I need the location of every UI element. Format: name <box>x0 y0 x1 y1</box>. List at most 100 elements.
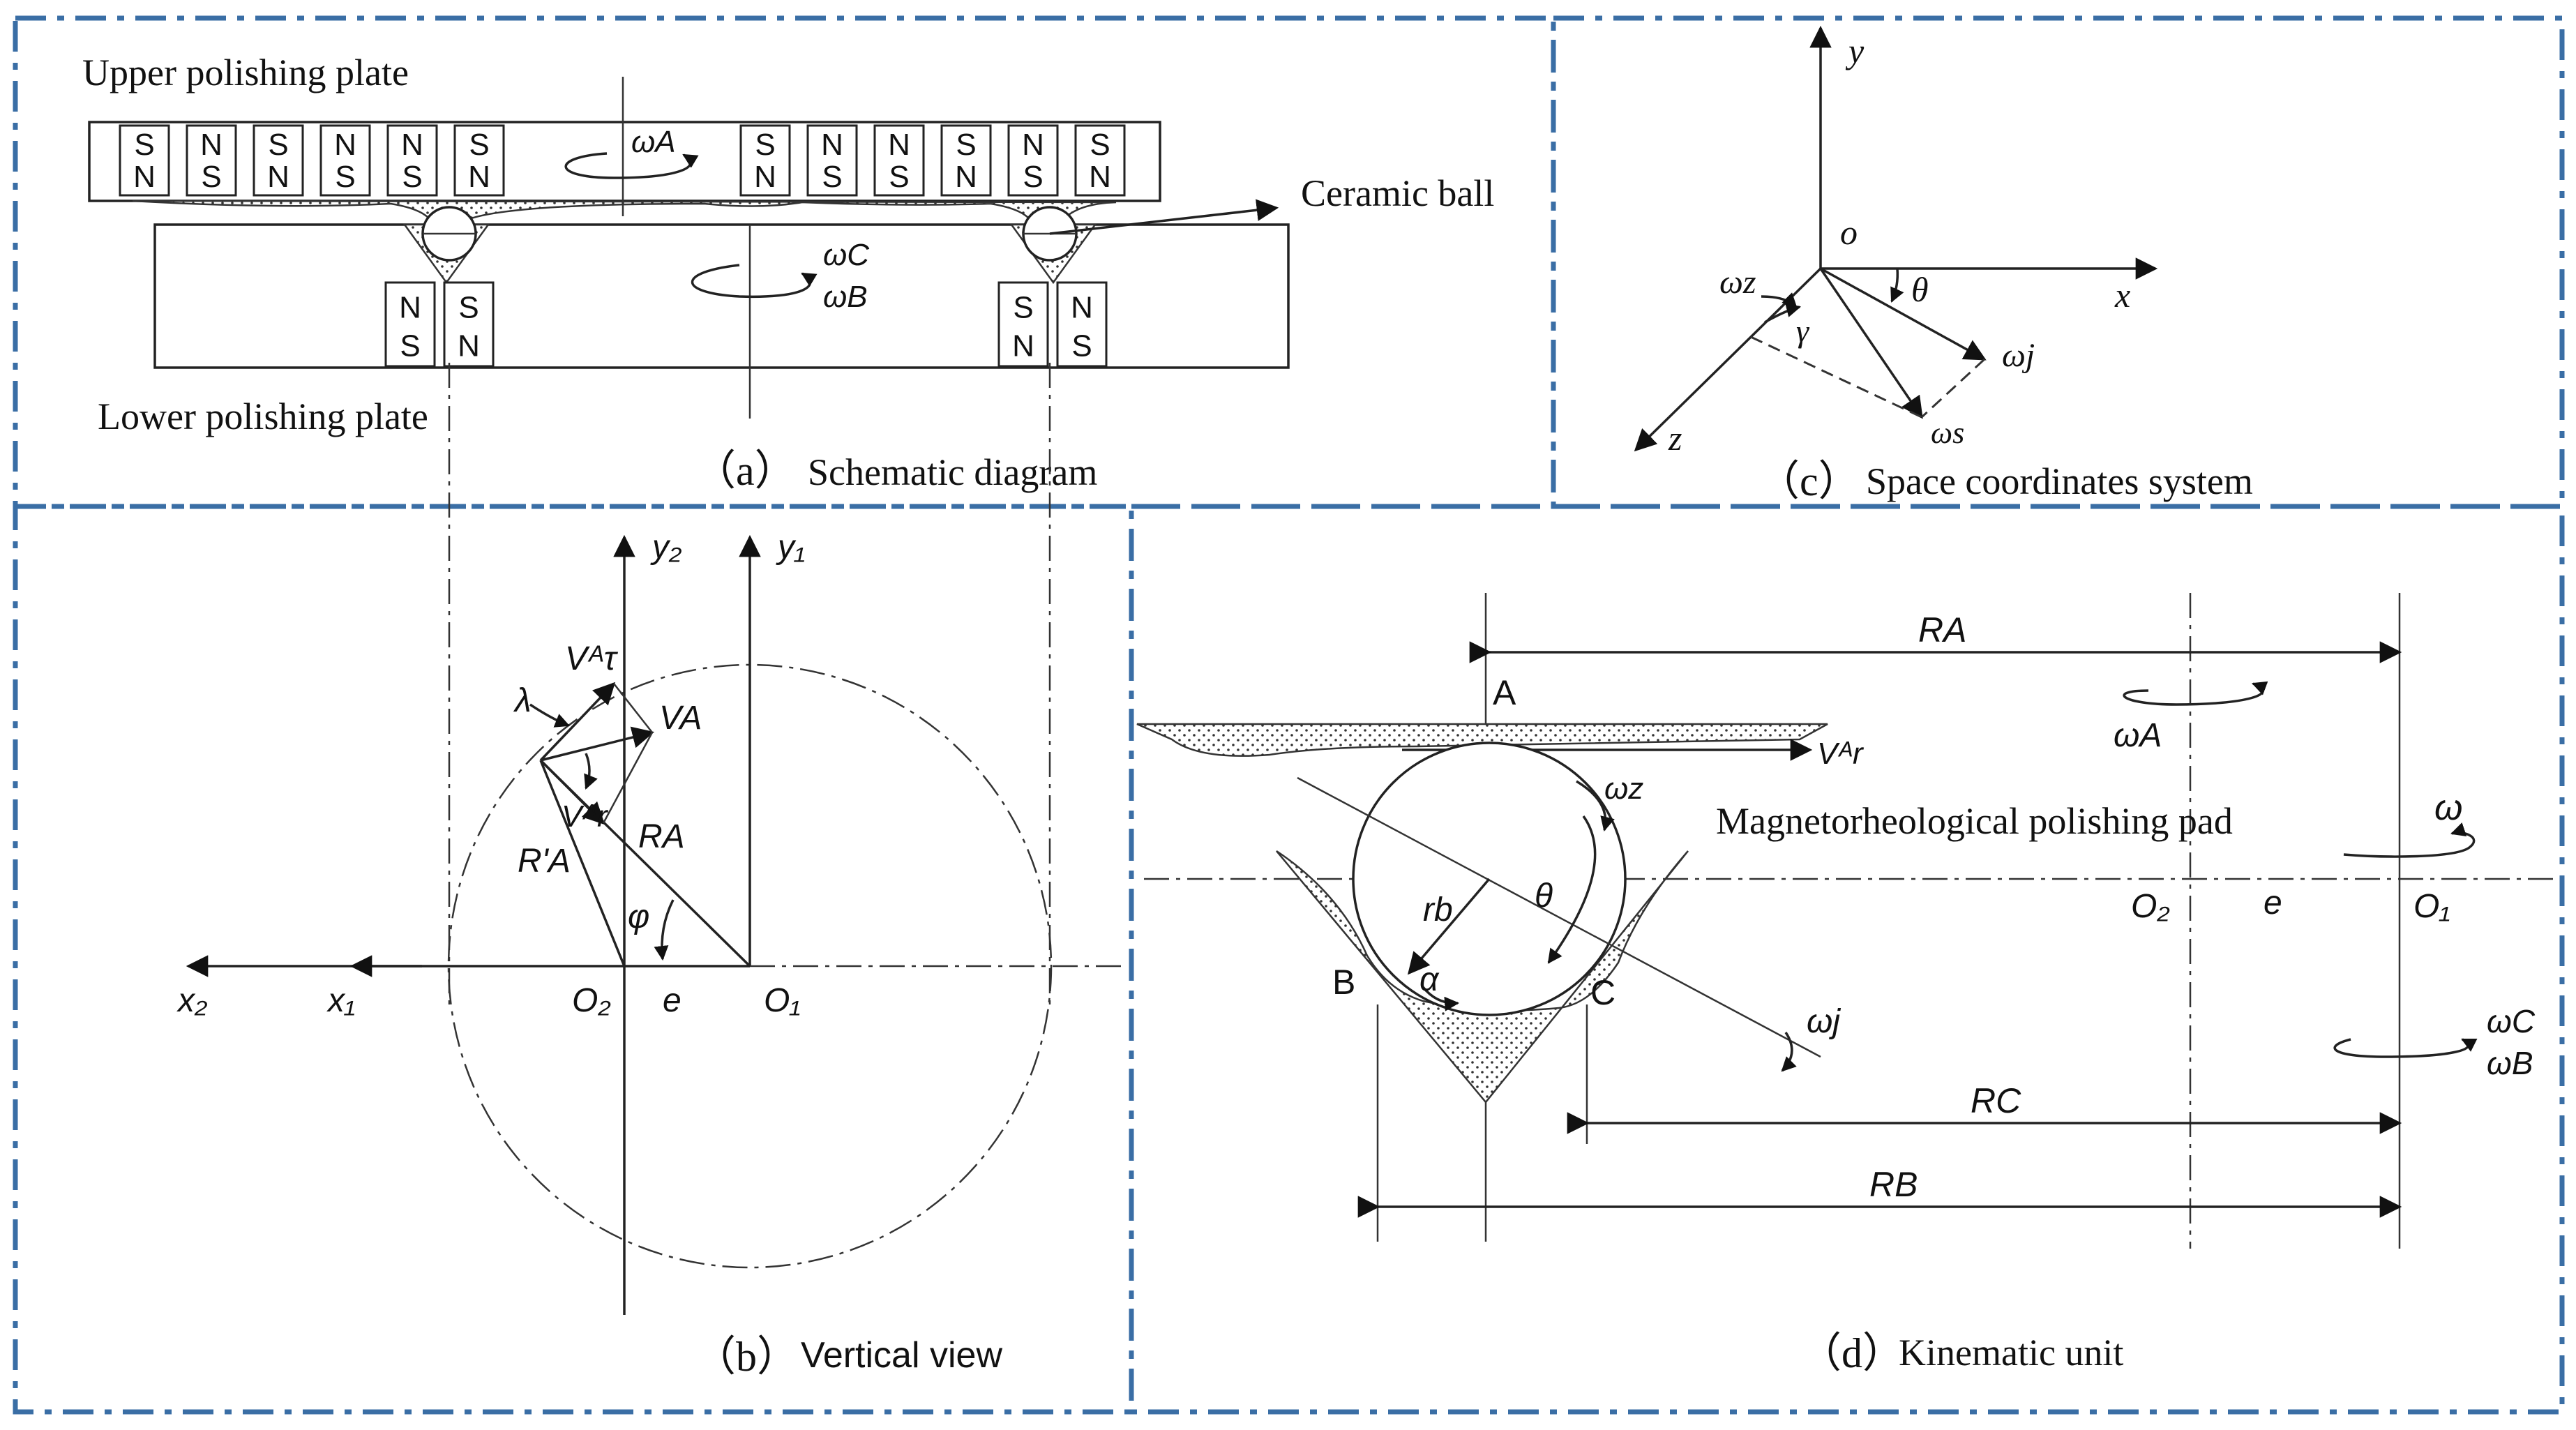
c-gamma-label: γ <box>1796 313 1810 349</box>
magnet-pole-label: N <box>458 329 480 363</box>
magnet-pole-label: S <box>268 128 288 162</box>
d-a-label: A <box>1493 673 1516 712</box>
omega-rotation-d <box>2343 822 2476 858</box>
panel-b: y₂ y₁ x₂ x₁ O₂ e O₁ Vᴬτ VA Vᴬr RA R'A λ … <box>176 363 1123 1380</box>
magnet-pole-label: S <box>1071 329 1092 363</box>
magnet-block <box>443 281 495 368</box>
d-va-r-label: Vᴬr <box>1817 737 1865 771</box>
b-e-label: e <box>663 982 681 1019</box>
omega-z-arc <box>1761 292 1798 308</box>
c-omega-z-label: ωz <box>1719 264 1756 301</box>
omega-cb-rotation-d <box>2333 1038 2478 1058</box>
magnet-pole-label: S <box>755 128 775 162</box>
magnet-pole-label: N <box>401 128 423 162</box>
magnet-pole-label: S <box>458 290 479 324</box>
magnet-pole-label: S <box>400 329 420 363</box>
magnet-pole-label: N <box>200 128 223 162</box>
d-omega-label: ω <box>2434 788 2463 828</box>
magnet-block <box>1056 281 1108 368</box>
b-lambda-label: λ <box>513 682 532 719</box>
caption-d-text: Kinematic unit <box>1899 1332 2123 1373</box>
magnet-pole-label: S <box>1013 290 1033 324</box>
c-omega-j-label: ωj <box>2002 337 2035 374</box>
b-o1-label: O₁ <box>764 982 800 1019</box>
c-o-label: o <box>1840 213 1858 252</box>
omega-cb-rotation-arrow <box>691 264 818 299</box>
magnet-block <box>1074 124 1126 197</box>
magnet-pole-label: S <box>1023 160 1043 194</box>
magnet-pole-label: S <box>402 160 422 194</box>
magnet-pole-label: N <box>955 160 977 194</box>
magnet-pole-label: S <box>1090 128 1110 162</box>
magnet-block <box>386 124 438 197</box>
rb-line <box>1407 878 1491 975</box>
d-ra-label: RA <box>1918 610 1966 649</box>
c-theta-label: θ <box>1911 270 1929 309</box>
magnet-pole-label: N <box>468 160 490 194</box>
caption-a-text: Schematic diagram <box>808 451 1097 493</box>
magnet-block <box>873 124 925 197</box>
magnet-pole-label: S <box>889 160 909 194</box>
b-va-tau-label: Vᴬτ <box>565 640 619 677</box>
magnet-block <box>119 124 170 197</box>
projection-dashed-1 <box>1750 336 1922 419</box>
magnet-pole-label: N <box>1089 160 1111 194</box>
d-omega-j-label: ωj <box>1807 1003 1841 1040</box>
magnet-block <box>253 124 304 197</box>
caption-b-num: （b） <box>694 1334 799 1380</box>
magnet-block <box>806 124 858 197</box>
d-omega-a-label: ωA <box>2114 717 2162 754</box>
mr-fluid-upper <box>132 200 1117 233</box>
panel-c: y o x z ωz θ γ ωj ωs （c） Space coordinat… <box>1634 25 2253 504</box>
magnet-block <box>739 124 791 197</box>
magnet-pole-label: N <box>399 290 421 324</box>
mr-polishing-pad <box>1136 723 1828 757</box>
d-rc-label: RC <box>1971 1081 2021 1120</box>
magnet-block <box>453 124 505 197</box>
b-x2-label: x₂ <box>176 982 207 1019</box>
b-y1-label: y₁ <box>776 529 805 566</box>
theta-arc <box>1890 268 1904 303</box>
va-tau-vector <box>539 682 616 762</box>
d-rb-dim-label: RB <box>1869 1165 1918 1204</box>
projection-dashed-2 <box>1920 358 1986 419</box>
d-omega-c-label: ωC <box>2487 1003 2536 1039</box>
c-z-label: z <box>1668 419 1682 458</box>
phi-arc <box>654 899 675 961</box>
omega-a-rotation-d <box>2123 681 2268 706</box>
omega-s-vector <box>1819 268 1923 419</box>
magnet-block <box>186 124 237 197</box>
upper-plate <box>88 121 1161 202</box>
magnet-block <box>940 124 992 197</box>
c-x-label: x <box>2114 276 2130 315</box>
magnet-pole-label: S <box>822 160 842 194</box>
magnet-pole-label: N <box>754 160 776 194</box>
c-omega-s-label: ωs <box>1931 416 1964 450</box>
omega-b-label: ωB <box>823 280 868 314</box>
d-rb-label: rb <box>1423 891 1453 928</box>
va-r-vector <box>539 759 605 825</box>
magnet-pole-label: N <box>821 128 843 162</box>
caption-c-text: Space coordinates system <box>1866 460 2253 502</box>
d-omega-b-label: ωB <box>2487 1045 2533 1081</box>
magnet-pole-label: S <box>335 160 355 194</box>
magnet-pole-label: S <box>469 128 489 162</box>
upper-plate-label: Upper polishing plate <box>82 52 409 93</box>
d-omega-z-label: ωz <box>1604 772 1643 806</box>
lower-plate-label: Lower polishing plate <box>98 396 428 437</box>
magnet-pole-label: N <box>334 128 356 162</box>
b-va-r-label: Vᴬr <box>562 799 609 834</box>
panel-borders <box>13 15 2565 1415</box>
b-phi-label: φ <box>628 898 649 935</box>
d-pad-label: Magnetorheological polishing pad <box>1716 800 2233 842</box>
omega-c-label: ωC <box>823 238 870 272</box>
magnet-block <box>319 124 371 197</box>
magnet-pole-label: N <box>267 160 289 194</box>
d-o1-label: O₁ <box>2413 888 2450 925</box>
magnet-block <box>997 281 1049 368</box>
b-va-label: VA <box>659 700 702 737</box>
